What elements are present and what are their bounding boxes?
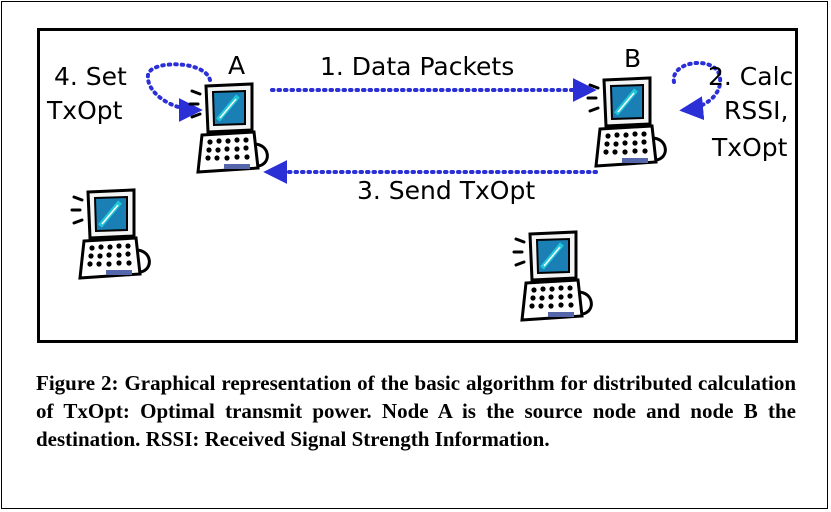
label-set-line2: TxOpt [47, 96, 123, 125]
label-calc-line2: RSSI, [724, 96, 789, 125]
label-set-line1: 4. Set [54, 62, 127, 91]
arrow-calc-loop [671, 61, 723, 121]
laptop-icon-node-d [512, 228, 604, 324]
arrow-set-txopt-loop [145, 62, 212, 122]
laptop-icon-node-b [586, 74, 678, 170]
label-calc-line3: TxOpt [712, 133, 788, 162]
label-calc-line1: 2. Calc [708, 62, 794, 91]
node-b-label: B [624, 44, 642, 73]
laptop-icon-node-c [70, 186, 162, 282]
diagram-frame [37, 28, 798, 343]
node-a-label: A [228, 51, 246, 80]
label-send-txopt: 3. Send TxOpt [357, 176, 536, 205]
label-data-packets: 1. Data Packets [320, 52, 515, 81]
laptop-icon-node-a [188, 80, 280, 176]
figure-caption: Figure 2: Graphical representation of th… [36, 371, 796, 451]
